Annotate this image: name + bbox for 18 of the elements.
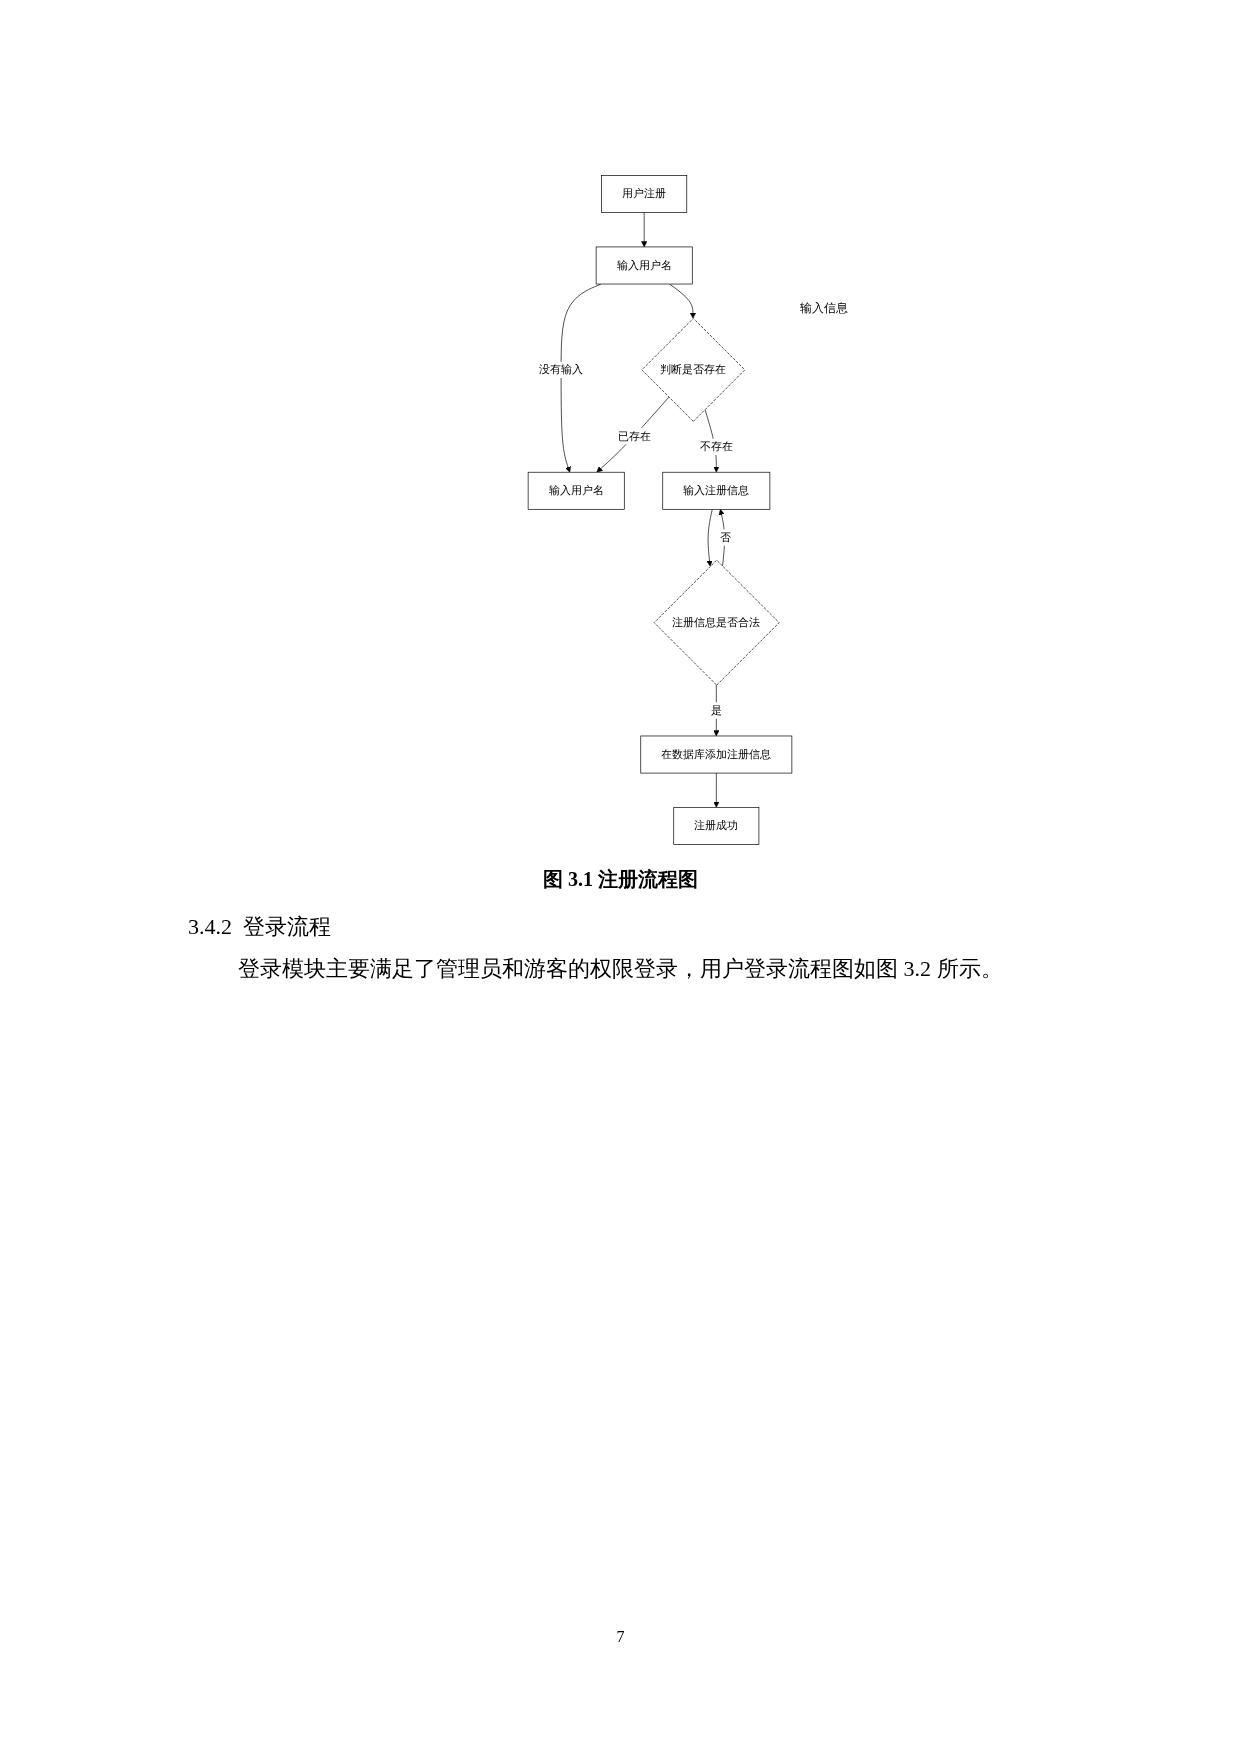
page-number: 7 [615, 1628, 626, 1646]
node-box: 输入用户名 [595, 246, 693, 285]
edge-label: 已存在 [617, 429, 651, 443]
figure-caption: 图 3.1 注册流程图 [542, 867, 699, 892]
node-box: 注册成功 [673, 807, 760, 845]
node-box: 用户注册 [601, 175, 688, 213]
edge-label: 是 [710, 703, 722, 717]
section-heading: 3.4.2 登录流程 [188, 913, 331, 941]
node-box: 在数据库添加注册信息 [640, 735, 793, 774]
node-box: 输入注册信息 [662, 471, 771, 510]
node-box: 输入用户名 [527, 471, 625, 510]
paragraph: 登录模块主要满足了管理员和游客的权限登录，用户登录流程图如图 3.2 所示。 [238, 955, 1003, 983]
edge-label: 不存在 [699, 439, 733, 453]
note-text: 输入信息 [800, 300, 848, 317]
node-diamond: 判断是否存在 [641, 318, 746, 422]
edge-label: 没有输入 [539, 363, 584, 377]
edge-label: 否 [720, 530, 732, 544]
node-diamond: 注册信息是否合法 [653, 559, 780, 686]
